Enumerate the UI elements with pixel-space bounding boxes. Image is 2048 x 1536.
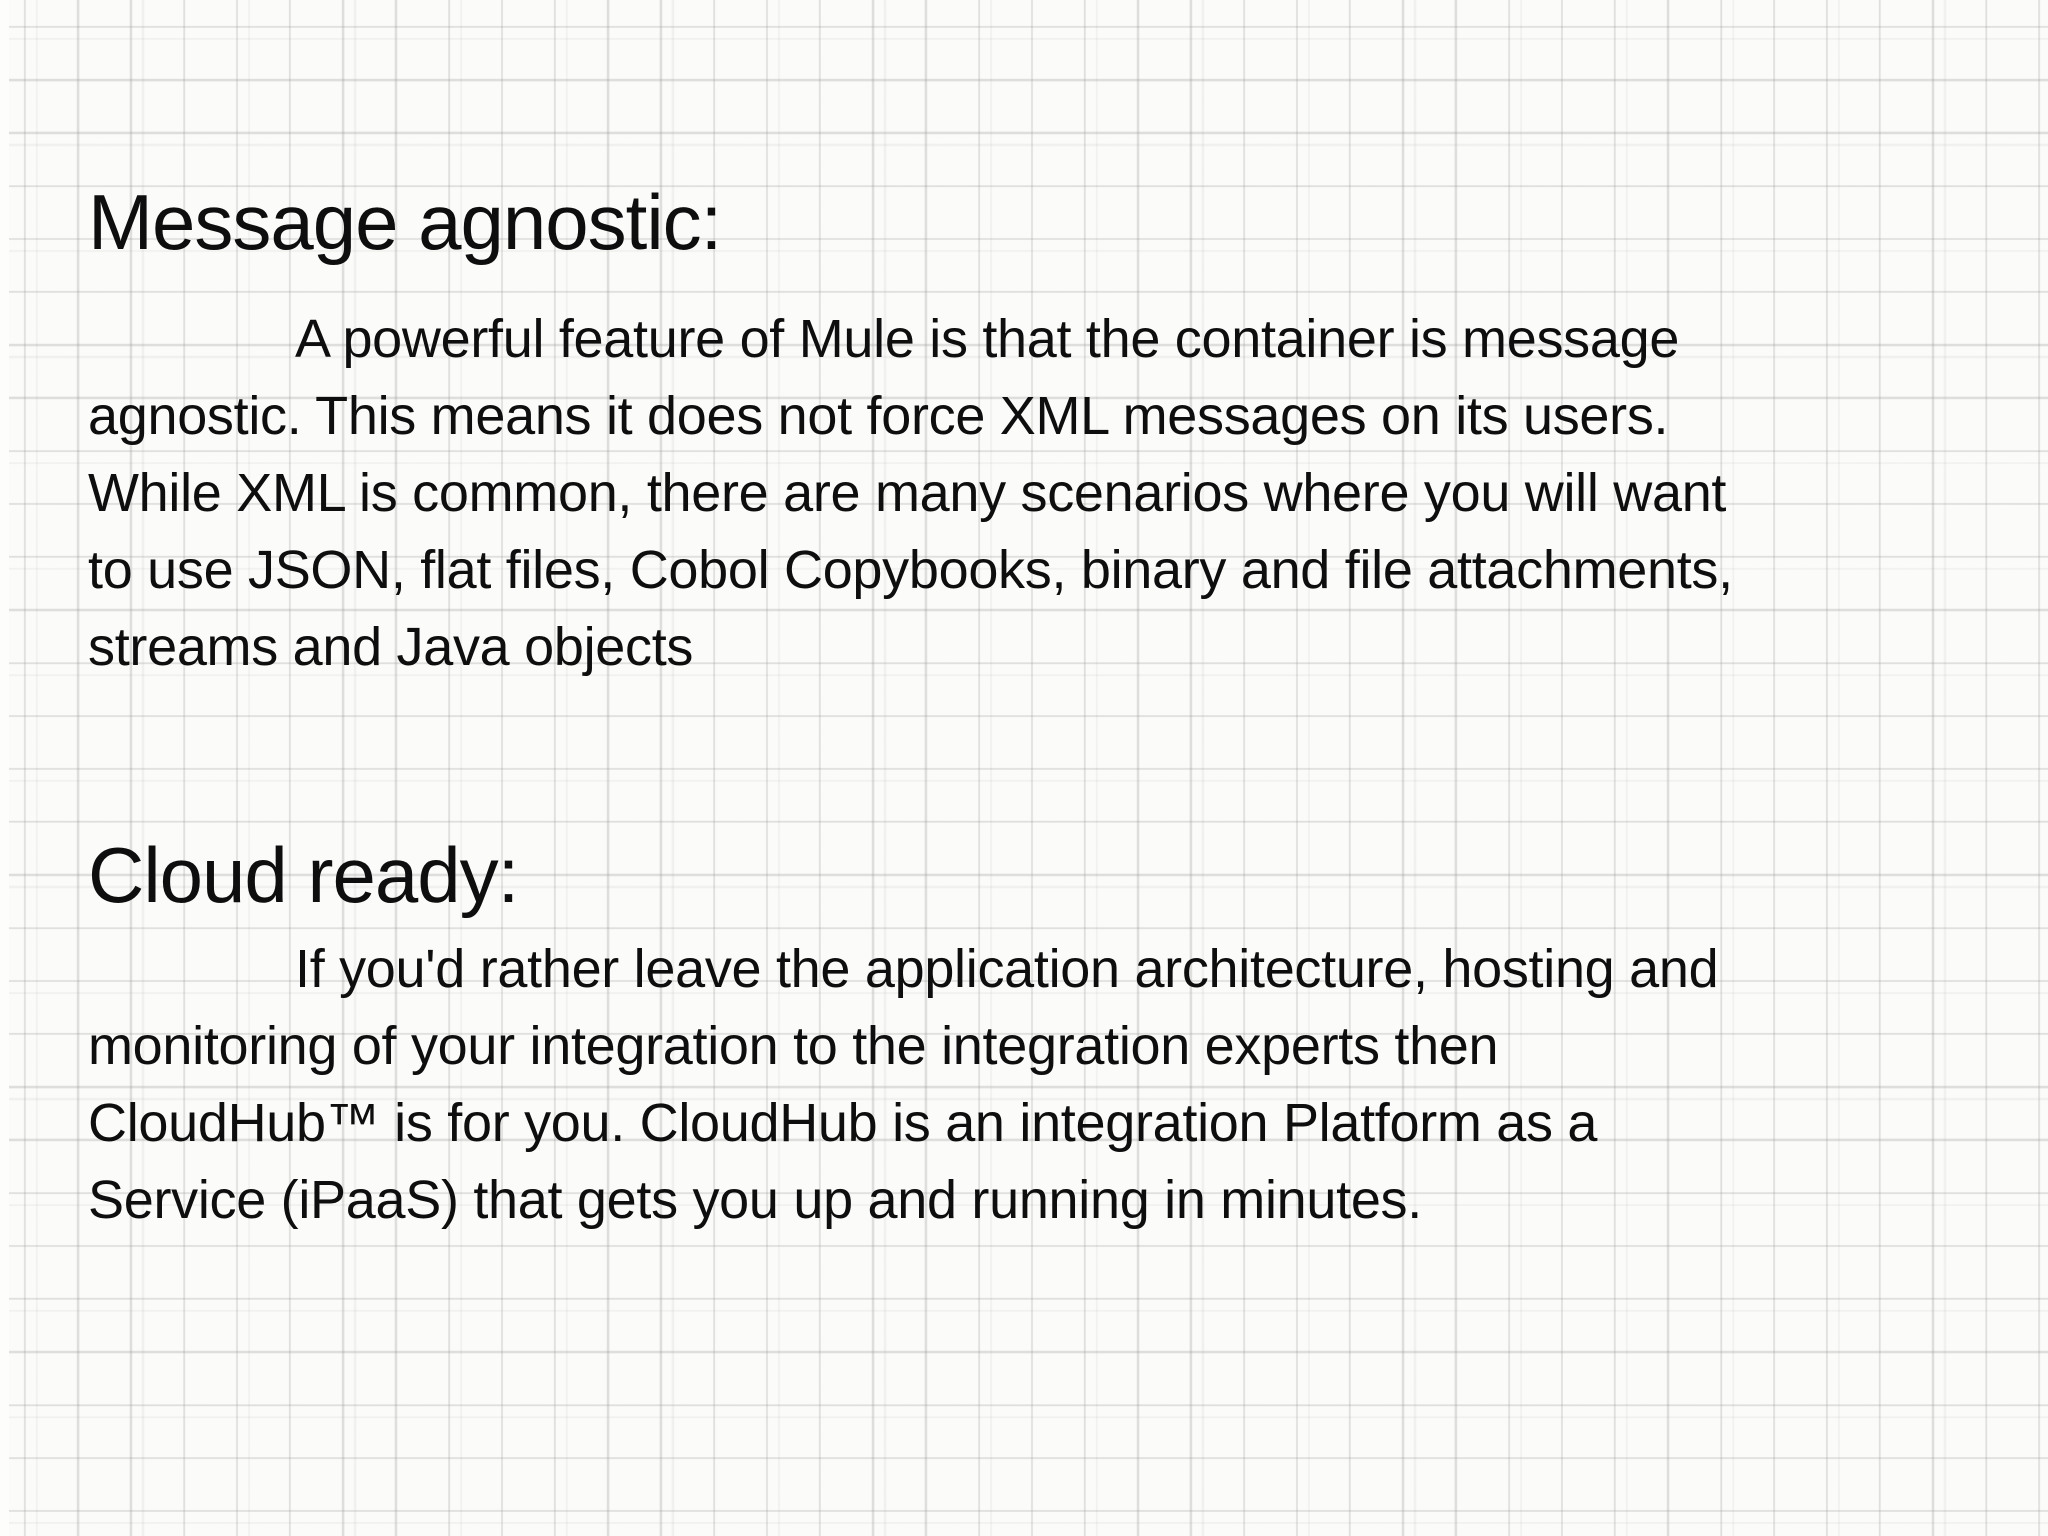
- text-line: agnostic. This means it does not force X…: [88, 386, 1669, 446]
- text-line: streams and Java objects: [88, 617, 694, 677]
- heading-message-agnostic: Message agnostic:: [88, 178, 722, 266]
- text-line: Service (iPaaS) that gets you up and run…: [88, 1170, 1422, 1230]
- text-line: to use JSON, flat files, Cobol Copybooks…: [88, 540, 1733, 600]
- text-line: A powerful feature of Mule is that the c…: [295, 309, 1680, 369]
- paragraph-cloud-ready: If you'd rather leave the application ar…: [88, 931, 1719, 1239]
- text-line: monitoring of your integration to the in…: [88, 1016, 1499, 1076]
- text-line: If you'd rather leave the application ar…: [295, 939, 1719, 999]
- heading-cloud-ready: Cloud ready:: [88, 831, 519, 919]
- text-line: CloudHub™ is for you. CloudHub is an int…: [88, 1093, 1598, 1153]
- paragraph-message-agnostic: A powerful feature of Mule is that the c…: [88, 301, 1733, 686]
- text-line: While XML is common, there are many scen…: [88, 463, 1727, 523]
